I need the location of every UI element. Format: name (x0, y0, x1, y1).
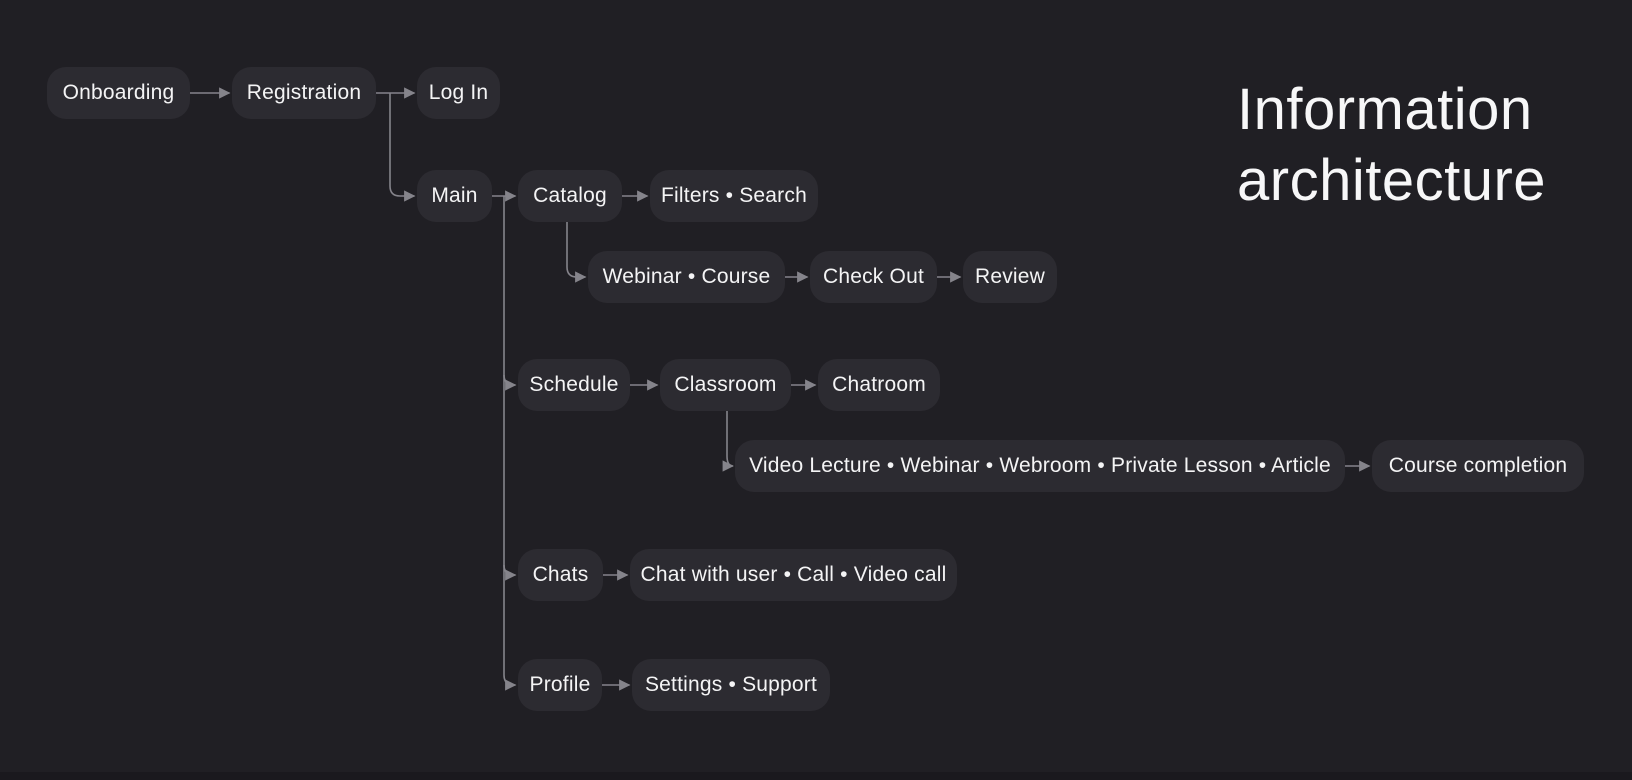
node-catalog[interactable]: Catalog (518, 170, 622, 222)
node-registration[interactable]: Registration (232, 67, 376, 119)
node-settings-support[interactable]: Settings • Support (632, 659, 830, 711)
edge-catalog-webinar-course (566, 222, 587, 283)
node-filters-search[interactable]: Filters • Search (650, 170, 818, 222)
node-chatroom[interactable]: Chatroom (818, 359, 940, 411)
node-webinar-course[interactable]: Webinar • Course (588, 251, 785, 303)
edge-registration-main (389, 93, 416, 202)
node-log-in[interactable]: Log In (417, 67, 500, 119)
edge-main-chats (503, 564, 517, 581)
node-main[interactable]: Main (417, 170, 492, 222)
page-title: Information architecture (1237, 74, 1546, 216)
edge-main-schedule (503, 374, 517, 391)
node-profile[interactable]: Profile (518, 659, 602, 711)
page-title-line2: architecture (1237, 148, 1547, 213)
edge-main-profile-trunk (503, 196, 517, 691)
page-title-line1: Information (1237, 77, 1533, 142)
node-review[interactable]: Review (963, 251, 1057, 303)
node-schedule[interactable]: Schedule (518, 359, 630, 411)
node-video-lecture-group[interactable]: Video Lecture • Webinar • Webroom • Priv… (735, 440, 1345, 492)
node-chats[interactable]: Chats (518, 549, 603, 601)
node-classroom[interactable]: Classroom (660, 359, 791, 411)
node-check-out[interactable]: Check Out (810, 251, 937, 303)
bottom-edge-strip (0, 772, 1632, 780)
node-onboarding[interactable]: Onboarding (47, 67, 190, 119)
edge-classroom-video-lecture (722, 411, 734, 472)
node-chat-with-user-group[interactable]: Chat with user • Call • Video call (630, 549, 957, 601)
node-course-completion[interactable]: Course completion (1372, 440, 1584, 492)
